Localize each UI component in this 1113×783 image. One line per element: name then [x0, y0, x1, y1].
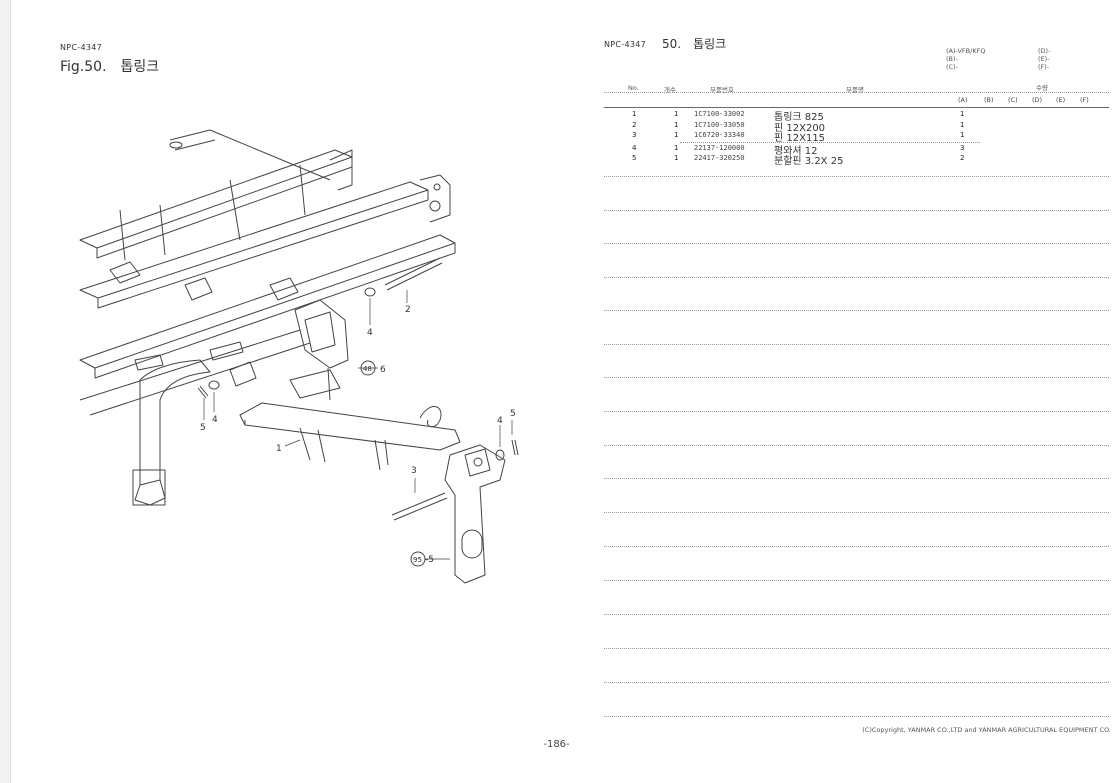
variant-f: (F): [1080, 96, 1089, 104]
variant-e: (E): [1056, 96, 1066, 104]
page-number: -186-: [543, 739, 570, 750]
model-list-right: (D)- (E)- (F)-: [1038, 47, 1051, 71]
ref-95: 95: [413, 556, 422, 564]
rule-line: [604, 310, 1109, 311]
parts-diagram: 2 4 6 1 3 4 5 4 5 -5 48 95: [79, 129, 519, 584]
variant-a: (A): [958, 96, 968, 104]
washer-4-right: [495, 449, 505, 461]
rule-line: [604, 546, 1109, 547]
col-header-count: 수량: [1036, 84, 1048, 92]
right-page: NPC-4347 50. 톱링크 (A)-VFB/KFQ (B)- (C)- (D…: [598, 0, 1113, 783]
callout-1: 1: [276, 444, 282, 454]
callout-4-top: 4: [367, 328, 373, 338]
link-hook: [419, 406, 442, 428]
rule-line: [604, 243, 1109, 244]
callout-6: 6: [380, 365, 386, 375]
document-code: NPC-4347: [60, 43, 103, 52]
callout-2: 2: [405, 305, 411, 315]
left-page: NPC-4347 Fig.50. 톱링크: [10, 0, 595, 783]
rule-line: [604, 716, 1109, 717]
ref-48: 48: [363, 365, 372, 373]
ref-circle-95: [410, 551, 426, 567]
callout-5-right: 5: [510, 409, 516, 419]
rule-line: [604, 478, 1109, 479]
lift-bracket: [444, 444, 506, 584]
rule-line: [604, 512, 1109, 513]
ref-circle-48: [360, 360, 376, 376]
rule-line: [604, 445, 1109, 446]
figure-label: Fig.50.: [60, 59, 107, 75]
rule-line: [604, 614, 1109, 615]
document-code-right: NPC-4347: [604, 40, 647, 49]
section-number: 50.: [662, 37, 682, 51]
row-divider: [680, 142, 980, 143]
book-spine: [0, 0, 11, 783]
rule-line: [604, 411, 1109, 412]
rule-line: [604, 648, 1109, 649]
col-header-qty: 개수: [664, 86, 676, 94]
header-rule-bottom: [604, 107, 1109, 108]
figure-title: Fig.50. 톱링크: [60, 56, 159, 76]
split-pin-5-left: [197, 385, 209, 399]
callout-4-right: 4: [497, 416, 503, 426]
callout-4-left: 4: [212, 415, 218, 425]
table-row: 5 1 22417-320250 분할핀 3.2X 25 2: [632, 154, 965, 167]
table-row: 3 1 1C6720-33340 핀 12X115 1: [632, 131, 965, 144]
callout-95-suffix: -5: [425, 555, 434, 565]
header-rule: [604, 92, 1109, 93]
callout-3: 3: [411, 466, 417, 476]
frame-rail-lower: [79, 234, 456, 369]
variant-b: (B): [984, 96, 994, 104]
col-header-no: No.: [628, 84, 639, 92]
figure-name: 톱링크: [120, 59, 160, 75]
top-link: [239, 402, 461, 451]
washer-4-top: [364, 287, 376, 297]
center-bracket: [294, 299, 349, 369]
left-leg: [139, 359, 211, 486]
frame-rail-upper: [79, 149, 353, 249]
section-title: 50. 톱링크: [662, 35, 726, 52]
callout-5-left: 5: [200, 423, 206, 433]
rule-line: [604, 344, 1109, 345]
copyright: (C)Copyright, YANMAR CO.,LTD and YANMAR …: [862, 726, 1111, 734]
pin-3: [391, 492, 446, 516]
split-pin-5-right: [511, 439, 519, 456]
rule-line: [604, 682, 1109, 683]
rule-line: [604, 210, 1109, 211]
washer-4-left: [208, 380, 220, 390]
pin-2: [384, 257, 441, 286]
rule-line: [604, 580, 1109, 581]
variant-d: (D): [1032, 96, 1043, 104]
model-list-left: (A)-VFB/KFQ (B)- (C)-: [946, 47, 986, 71]
rule-line: [604, 176, 1109, 177]
variant-c: (C): [1008, 96, 1018, 104]
table-row: 2 1 1C7100-33050 핀 12X200 1: [632, 121, 965, 134]
section-name: 톱링크: [693, 37, 727, 51]
rule-line: [604, 377, 1109, 378]
rule-line: [604, 277, 1109, 278]
col-header-part-no: 부품번호: [710, 86, 734, 94]
col-header-part-name: 부품명: [846, 86, 864, 94]
table-row: 1 1 1C7100-33002 톱링크 825 1: [632, 110, 965, 123]
table-row: 4 1 22137-120000 평와셔 12 3: [632, 144, 965, 157]
